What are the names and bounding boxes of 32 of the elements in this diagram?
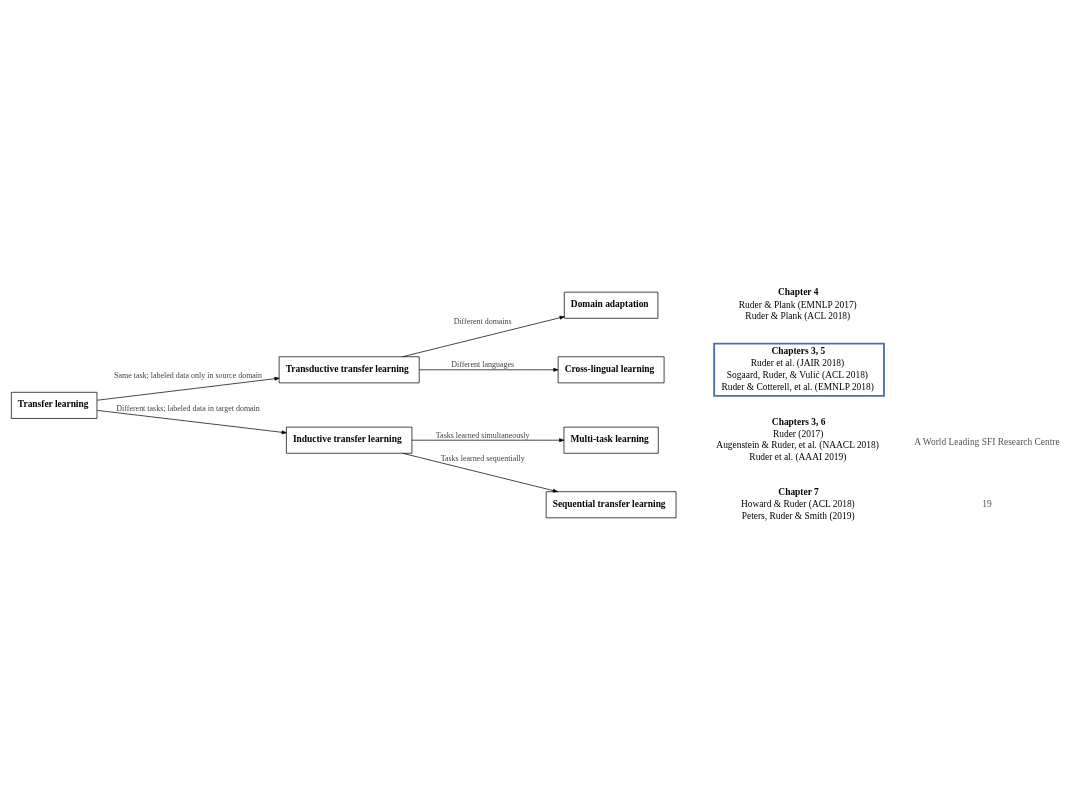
node-box: Multi-task learning (563, 426, 659, 454)
arrow (402, 315, 565, 358)
node-box: Sequential transfer learning (545, 491, 677, 519)
label: 19 (982, 499, 992, 510)
node-label: Peters, Ruder & Smith (2019) (741, 510, 855, 521)
node-box: Domain adaptation (563, 291, 659, 319)
arrow (418, 367, 559, 372)
node-label: Augenstein & Ruder, et al. (NAACL 2018) (716, 440, 879, 451)
edge-label: Tasks learned sequentially (440, 454, 525, 464)
label: A World Leading SFI Research Centre (914, 436, 1060, 447)
node-box: Cross-lingual learning (557, 356, 665, 384)
edge-label: Same task; labeled data only in source domain (114, 371, 263, 381)
node-label: Ruder & Plank (EMNLP 2017) (738, 299, 857, 310)
node-label: Ruder et al. (AAAI 2019) (749, 452, 847, 463)
arrow (402, 452, 558, 493)
arrow (411, 438, 565, 443)
node-box: Chapters 3, 5 Ruder et al. (JAIR 2018) Sogaard, Ruder, & Vulić (ACL 2018) Ruder & Cotterell, et al. (EMNLP 2018) (713, 342, 885, 397)
edge-label: Different tasks; labeled data in target domain (116, 404, 260, 414)
node-box: Transfer learning (11, 391, 98, 419)
node-label: Ruder & Plank (ACL 2018) (745, 311, 851, 322)
node-label: Chapter 7 (778, 486, 819, 497)
node-box: Transductive transfer learning (278, 356, 420, 384)
edge-label: Tasks learned simultaneously (435, 430, 530, 440)
edge-label: Different languages (451, 360, 515, 370)
node-label: Chapters 3, 6 (771, 416, 826, 427)
node-label: Howard & Ruder (ACL 2018) (741, 499, 855, 510)
node-label: Ruder (2017) (772, 428, 824, 439)
arrow (96, 376, 280, 401)
node-box: Inductive transfer learning (286, 426, 413, 454)
edge-label: Different domains (453, 316, 512, 326)
arrow (96, 410, 287, 435)
node-label: Chapter 4 (778, 287, 819, 298)
